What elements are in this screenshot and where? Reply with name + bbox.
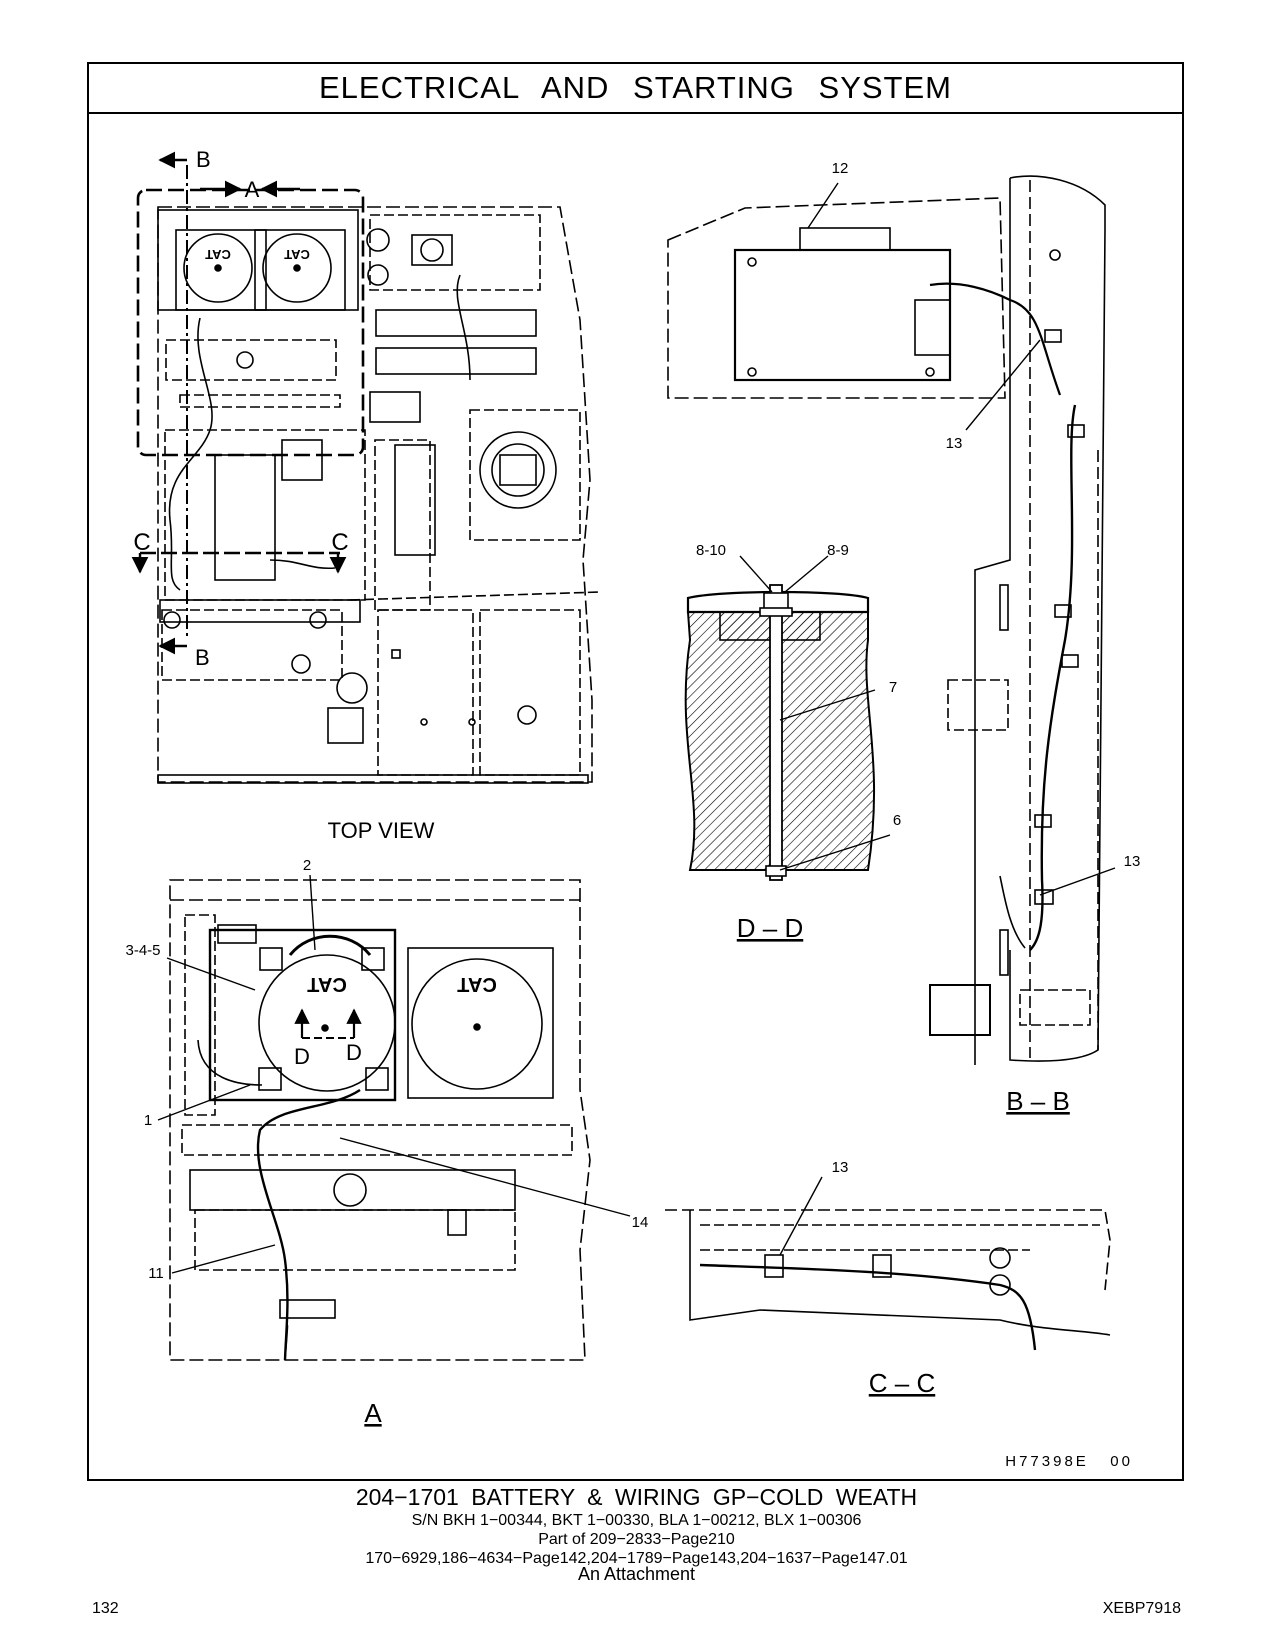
callout-14: 14 — [632, 1214, 649, 1231]
callout-6: 6 — [893, 812, 901, 829]
callout-3-4-5: 3-4-5 — [125, 942, 160, 959]
view-label-cc: C – C — [869, 1368, 935, 1398]
drawing-frame: ELECTRICAL AND STARTING SYSTEM — [87, 62, 1184, 1481]
section-dd-drawing — [684, 584, 876, 881]
section-bb-drawing — [929, 175, 1106, 1065]
svg-text:CAT: CAT — [284, 247, 310, 262]
section-mark-c-right: C — [331, 529, 348, 556]
callout-1: 1 — [144, 1112, 152, 1129]
top-battery-1 — [183, 233, 253, 303]
drawing-number: H77398E 00 — [1005, 1453, 1133, 1470]
section-a-boundary — [136, 188, 365, 457]
caption-serials: S/N BKH 1−00344, BKT 1−00330, BLA 1−0021… — [411, 1512, 862, 1529]
callout-12: 12 — [832, 160, 849, 177]
section-mark-d-left: D — [294, 1044, 310, 1069]
svg-text:CAT: CAT — [205, 247, 231, 262]
page-number: 132 — [92, 1600, 119, 1617]
battery-hold-down-rod — [769, 584, 783, 881]
caption-part-of: Part of 209−2833−Page210 — [538, 1531, 735, 1548]
callout-8-9: 8-9 — [827, 542, 849, 559]
callout-13-upper: 13 — [946, 435, 963, 452]
section-mark-a: A — [245, 177, 260, 202]
document-code: XEBP7918 — [1102, 1600, 1181, 1617]
view-label-bb: B – B — [1006, 1086, 1070, 1116]
callout-7: 7 — [889, 679, 897, 696]
caption-main: 204−1701 BATTERY & WIRING GP−COLD WEATH — [355, 1484, 918, 1510]
detail-a-battery-1 — [258, 954, 396, 1092]
svg-text:CAT: CAT — [307, 973, 347, 995]
callout-13-lower: 13 — [1124, 853, 1141, 870]
view-label-a: A — [364, 1398, 382, 1428]
caption-attachment: An Attachment — [577, 1564, 696, 1584]
caption-references: 170−6929,186−4634−Page142,204−1789−Page1… — [365, 1550, 908, 1567]
callout-2: 2 — [303, 857, 311, 874]
page-title: ELECTRICAL AND STARTING SYSTEM — [89, 64, 1182, 114]
top-view-drawing — [131, 151, 601, 784]
detail-a-drawing — [169, 879, 591, 1361]
detail-a-battery-2 — [411, 958, 543, 1090]
battery-box-drawing — [667, 197, 1062, 399]
callout-leaders — [157, 182, 1116, 1274]
callout-13-cc: 13 — [832, 1159, 849, 1176]
svg-text:CAT: CAT — [457, 973, 497, 995]
section-cc-drawing — [665, 1209, 1111, 1351]
section-mark-b-bottom: B — [195, 645, 210, 670]
callout-8-10: 8-10 — [696, 542, 726, 559]
callout-11: 11 — [148, 1265, 164, 1282]
view-label-dd: D – D — [737, 913, 803, 943]
section-mark-d-right: D — [346, 1040, 362, 1065]
section-mark-c-left: C — [133, 529, 150, 556]
section-mark-b-top: B — [196, 147, 211, 172]
battery-logos: CAT CAT CAT CAT — [205, 247, 497, 995]
top-battery-2 — [262, 233, 332, 303]
view-label-top: TOP VIEW — [328, 818, 435, 843]
